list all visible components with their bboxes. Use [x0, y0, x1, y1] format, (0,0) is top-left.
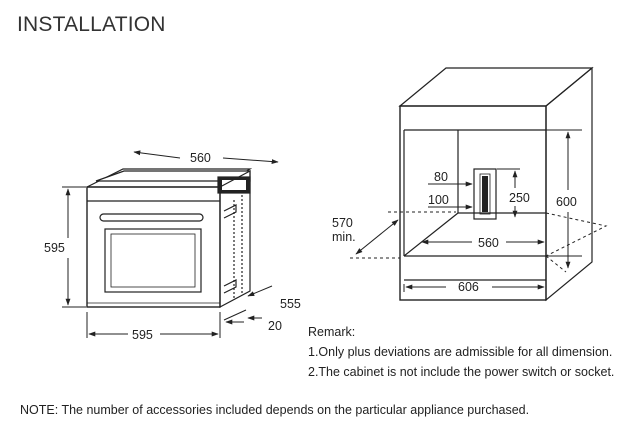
oven-width-label: 595 — [132, 328, 153, 342]
cabinet-606-dimension — [403, 284, 547, 292]
cabinet-250-dimension — [497, 168, 520, 218]
oven-depth-dimension — [133, 150, 279, 164]
remark-item-1: 1.Only plus deviations are admissible fo… — [308, 345, 613, 359]
oven-overall-depth-dimension — [223, 285, 273, 321]
cabinet-min-depth-unit: min. — [332, 230, 356, 244]
oven-height-dimension — [62, 186, 86, 308]
oven-door-offset-dimension — [225, 315, 262, 325]
oven-drawing — [86, 168, 253, 308]
oven-overall-depth-label: 555 — [280, 297, 301, 311]
cabinet-600-label: 600 — [556, 195, 577, 209]
accessories-note: NOTE: The number of accessories included… — [20, 403, 530, 417]
cabinet-drawing — [398, 66, 608, 302]
cabinet-250-label: 250 — [509, 191, 530, 205]
cabinet-606-label: 606 — [458, 280, 479, 294]
oven-height-label: 595 — [44, 241, 65, 255]
oven-depth-label: 560 — [190, 151, 211, 165]
oven-width-dimension — [86, 312, 221, 338]
cabinet-600-dimension — [546, 129, 582, 269]
remark-block: Remark: 1.Only plus deviations are admis… — [308, 322, 614, 382]
cabinet-100-label: 100 — [428, 193, 449, 207]
cabinet-min-depth-value: 570 — [332, 216, 353, 230]
remark-item-2: 2.The cabinet is not include the power s… — [308, 365, 615, 379]
page-title: INSTALLATION — [17, 13, 166, 36]
cabinet-min-depth-dimension — [350, 211, 456, 259]
oven-door-offset-label: 20 — [268, 319, 282, 333]
cabinet-560-label: 560 — [478, 236, 499, 250]
remark-heading: Remark: — [308, 325, 356, 339]
cabinet-80-label: 80 — [434, 170, 448, 184]
